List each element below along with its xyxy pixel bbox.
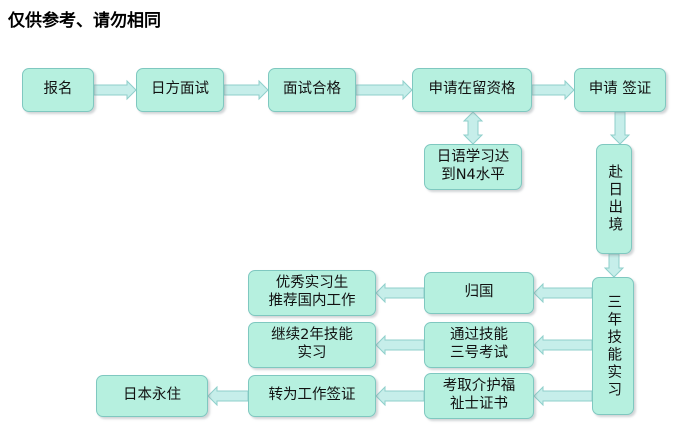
connector-n13-to-n14 bbox=[375, 385, 425, 407]
flow-node-label: 面试合格 bbox=[283, 81, 341, 98]
flow-node-n6: 日语学习达 到N4水平 bbox=[424, 144, 522, 190]
flow-node-n7: 赴日出境 bbox=[596, 144, 632, 254]
connector-n8-to-n13 bbox=[533, 385, 593, 407]
flow-node-n1: 报名 bbox=[22, 68, 94, 112]
flow-node-label: 日语学习达 到N4水平 bbox=[436, 149, 510, 183]
connector-n9-to-n10 bbox=[375, 282, 425, 304]
connector-n5-to-n7 bbox=[609, 111, 631, 145]
flow-node-label: 归国 bbox=[464, 284, 494, 301]
flow-node-label: 优秀实习生 推荐国内工作 bbox=[268, 275, 356, 309]
connector-n4-to-n5 bbox=[531, 79, 575, 101]
flow-node-n12: 继续2年技能 实习 bbox=[248, 322, 376, 368]
flow-node-label: 申请 签证 bbox=[588, 81, 652, 98]
connector-n11-to-n12 bbox=[375, 334, 425, 356]
flow-node-n15: 日本永住 bbox=[96, 375, 208, 417]
flow-node-n3: 面试合格 bbox=[268, 68, 356, 112]
flow-node-n5: 申请 签证 bbox=[574, 68, 666, 112]
connector-n14-to-n15 bbox=[207, 385, 249, 407]
flow-node-label: 日方面试 bbox=[151, 81, 209, 98]
connector-n8-to-n11 bbox=[533, 334, 593, 356]
flow-node-label: 申请在留资格 bbox=[428, 81, 516, 98]
flow-node-label: 继续2年技能 实习 bbox=[271, 327, 353, 361]
connector-n8-to-n9 bbox=[533, 282, 593, 304]
flow-node-n11: 通过技能 三号考试 bbox=[424, 322, 534, 368]
flow-node-n4: 申请在留资格 bbox=[412, 68, 532, 112]
flow-node-label: 转为工作签证 bbox=[268, 387, 356, 404]
flow-node-n13: 考取介护福 祉士证书 bbox=[424, 373, 534, 419]
connector-n7-to-n8 bbox=[603, 253, 625, 278]
flow-node-n10: 优秀实习生 推荐国内工作 bbox=[248, 270, 376, 316]
flow-node-n8: 三年技能实习 bbox=[592, 277, 634, 415]
connector-n4-to-n6 bbox=[462, 111, 484, 145]
flow-node-label: 三年技能实习 bbox=[605, 293, 622, 399]
page-title: 仅供参考、请勿相同 bbox=[8, 11, 161, 31]
flow-node-n14: 转为工作签证 bbox=[248, 375, 376, 417]
flow-node-label: 考取介护福 祉士证书 bbox=[442, 378, 516, 412]
flow-node-n2: 日方面试 bbox=[136, 68, 224, 112]
flow-node-label: 日本永住 bbox=[123, 387, 181, 404]
flow-node-label: 报名 bbox=[43, 81, 73, 98]
flow-node-label: 通过技能 三号考试 bbox=[450, 327, 508, 361]
connector-n1-to-n2 bbox=[93, 79, 137, 101]
flow-node-label: 赴日出境 bbox=[606, 164, 623, 234]
flow-node-n9: 归国 bbox=[424, 272, 534, 314]
connector-n3-to-n4 bbox=[355, 79, 413, 101]
connector-n2-to-n3 bbox=[223, 79, 269, 101]
